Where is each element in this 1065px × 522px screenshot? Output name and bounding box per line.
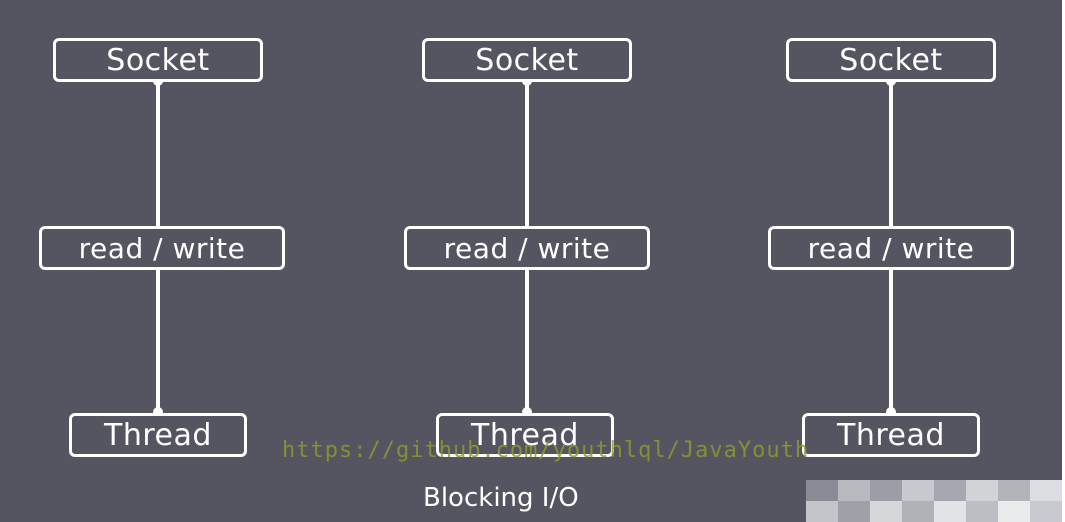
connector-dot [153,407,163,417]
thread-label: Thread [104,417,212,453]
socket-label: Socket [475,42,579,78]
connector-rw-thread-2 [525,268,529,414]
read-write-label: read / write [443,231,611,265]
read-write-node-3: read / write [768,226,1014,270]
read-write-node-1: read / write [39,226,285,270]
connector-dot [522,407,532,417]
connector-dot [886,407,896,417]
connector-socket-rw-3 [889,80,893,230]
connector-socket-rw-1 [156,80,160,230]
connector-rw-thread-1 [156,268,160,414]
thread-label: Thread [837,417,945,453]
socket-label: Socket [106,42,210,78]
thread-node-3: Thread [802,413,980,457]
diagram-caption: Blocking I/O [423,483,579,513]
socket-node-1: Socket [53,38,263,82]
thread-node-2: Thread [436,413,614,457]
thread-node-1: Thread [69,413,247,457]
thread-label: Thread [471,417,579,453]
socket-node-3: Socket [786,38,996,82]
read-write-label: read / write [78,231,246,265]
connector-rw-thread-3 [889,268,893,414]
right-edge [1062,0,1065,522]
watermark-url: https://github.com/youthlql/JavaYouth [282,438,810,463]
socket-node-2: Socket [422,38,632,82]
pixelated-region [806,480,1062,522]
connector-socket-rw-2 [525,80,529,230]
socket-label: Socket [839,42,943,78]
read-write-label: read / write [807,231,975,265]
read-write-node-2: read / write [404,226,650,270]
